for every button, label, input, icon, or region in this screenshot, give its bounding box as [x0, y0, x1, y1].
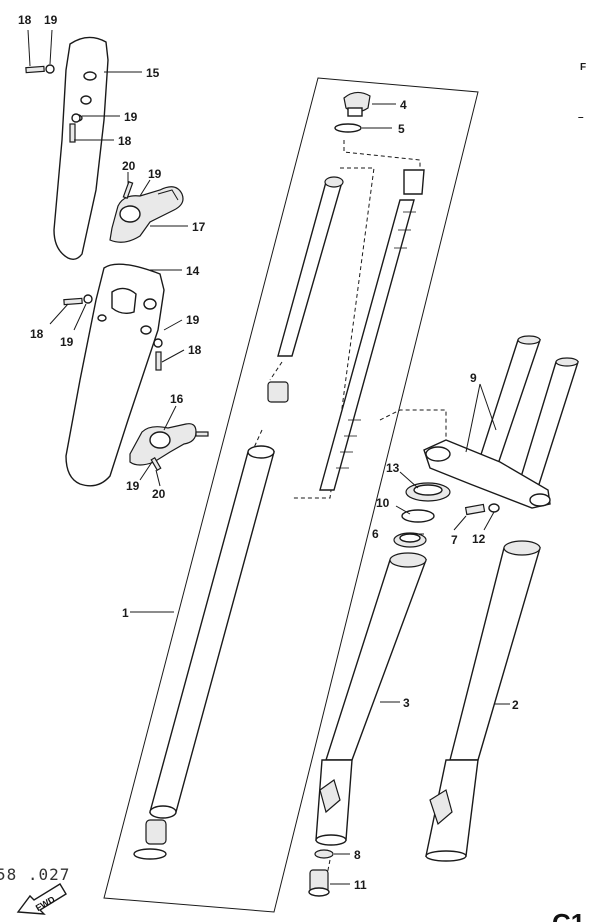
leader-lines: [27, 29, 510, 885]
washer: [401, 509, 435, 523]
callout-18-upper: 18: [118, 134, 132, 148]
edge-mark-middle: –: [578, 112, 584, 123]
callout-8: 8: [354, 848, 361, 862]
spacer-collar: [403, 169, 425, 195]
callout-12: 12: [472, 532, 486, 546]
callout-19-top: 19: [44, 13, 58, 27]
callout-20-upper: 20: [122, 159, 136, 173]
bushing: [267, 381, 289, 403]
drain-bolt: [308, 869, 330, 897]
corner-label: C1: [552, 908, 585, 922]
figure-code: 58 .027: [0, 865, 70, 884]
callout-13: 13: [386, 461, 400, 475]
callout-19-bottom: 19: [126, 479, 140, 493]
callout-6: 6: [372, 527, 379, 541]
upper-guard-clamp: [109, 186, 184, 243]
callout-5: 5: [398, 122, 405, 136]
callout-19-mid: 19: [60, 335, 74, 349]
fork-spring: [319, 199, 416, 491]
assembly-boundary: [103, 77, 479, 913]
callout-18-top: 18: [18, 13, 32, 27]
steering-bracket: [423, 335, 579, 509]
dashed-guide-bracket: [379, 409, 447, 440]
callout-3: 3: [403, 696, 410, 710]
callout-16: 16: [170, 392, 184, 406]
outer-tube-long: [149, 445, 275, 819]
upper-fork-guard: [53, 36, 109, 261]
callout-18-lower: 18: [188, 343, 202, 357]
callout-19-lower: 19: [186, 313, 200, 327]
callout-14: 14: [186, 264, 200, 278]
drain-washer: [314, 849, 334, 859]
callout-7: 7: [451, 533, 458, 547]
dashed-guide-inner-tube: [343, 140, 421, 170]
pinch-bolt: [464, 503, 500, 516]
fork-leg-left: [315, 552, 428, 846]
callout-17: 17: [192, 220, 206, 234]
callout-18-mid: 18: [30, 327, 44, 341]
callout-11: 11: [354, 878, 367, 892]
lower-guard-clamp: [129, 423, 197, 466]
callout-15: 15: [146, 66, 160, 80]
lower-fork-guard: [65, 263, 165, 487]
callout-19-clamp: 19: [148, 167, 162, 181]
callout-4: 4: [400, 98, 407, 112]
guard-screws: [25, 64, 209, 472]
edge-mark-top: F: [580, 62, 586, 73]
cap-bolt: [334, 91, 371, 133]
callout-labels: 1 2 3 4 5 6 7 8 9 10 11 12 13 14 15 16 1…: [18, 13, 519, 892]
oil-seal: [405, 482, 451, 502]
dashed-guide-damper: [251, 361, 283, 453]
callout-2: 2: [512, 698, 519, 712]
fwd-arrow: FWD: [16, 883, 67, 915]
callout-10: 10: [376, 496, 390, 510]
callout-19-upper: 19: [124, 110, 138, 124]
dashed-guide-spring-box: [292, 167, 375, 499]
callout-20-bottom: 20: [152, 487, 166, 501]
fork-leg-right: [425, 540, 541, 862]
damper-rod: [277, 176, 344, 357]
bottom-bushing-left: [133, 819, 167, 860]
callout-1: 1: [122, 606, 129, 620]
guide-bushing: [393, 532, 427, 548]
callout-9: 9: [470, 371, 477, 385]
